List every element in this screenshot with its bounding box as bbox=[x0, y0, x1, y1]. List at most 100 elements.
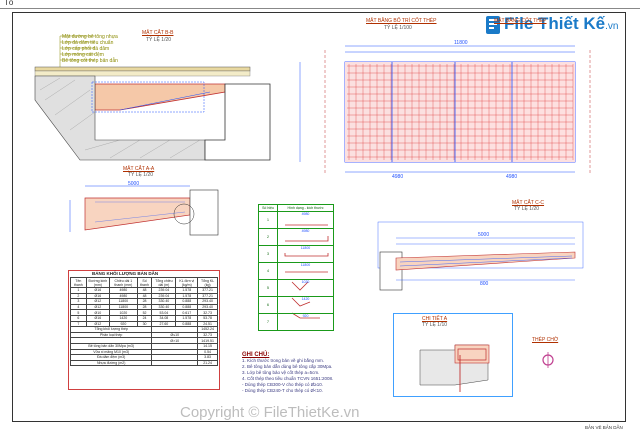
logo-tld: .vn bbox=[605, 21, 619, 32]
approach-slab bbox=[94, 83, 226, 111]
note-line: 4. Cốt thép theo tiêu chuẩn TCVN 1651:20… bbox=[242, 376, 334, 381]
boq-cell: 4980 bbox=[109, 287, 138, 294]
abutment bbox=[204, 83, 271, 161]
summary-row: Nhựa đường (m2)21.24 bbox=[69, 359, 218, 367]
boq-summary-cell: Bê tông bản dẫn 30Mpa (m3) bbox=[69, 342, 153, 350]
boq-header-cell: Số thanh bbox=[136, 277, 153, 288]
drawing-frame bbox=[12, 12, 626, 422]
section-c-slab bbox=[395, 251, 576, 271]
boq-cell: 24.51 bbox=[197, 320, 218, 328]
boq-cell: 293.40 bbox=[197, 298, 218, 305]
note-line: 2. Bê tông bản dẫn dùng bê tông cấp 30Mp… bbox=[242, 364, 333, 369]
shape-number: 3 bbox=[258, 245, 278, 263]
boq-header-cell: Chiều dài 1 thanh (mm) bbox=[109, 277, 138, 288]
shape-number: 1 bbox=[258, 211, 278, 229]
boq-cell: 27.60 bbox=[151, 320, 177, 328]
boq-summary-cell: Đá dăm đệm (m3) bbox=[69, 354, 153, 361]
shape-number: 6 bbox=[258, 296, 278, 314]
boq-cell: 330.40 bbox=[151, 303, 177, 311]
section-c-dim: 5000 bbox=[478, 232, 490, 238]
boq-cell: Ø16 bbox=[85, 292, 111, 300]
boq-cell: 53.78 bbox=[197, 315, 218, 322]
summary-row: Vữa xi măng M10 (m3) 0.54 bbox=[69, 348, 218, 356]
dowel-detail-title: THÉP CHỜ bbox=[532, 337, 559, 343]
section-a-scale: TỶ LỆ 1/20 bbox=[128, 172, 154, 178]
boq-header-cell: KL đơn vị (kg/m) bbox=[175, 277, 199, 288]
section-b-title: MẶT CẮT B-B bbox=[142, 30, 174, 36]
plan-scale: TỶ LỆ 1/100 bbox=[384, 25, 412, 31]
summary-row: Bê tông bản dẫn 30Mpa (m3)14.15 bbox=[69, 342, 218, 350]
section-a-title: MẶT CẮT A-A bbox=[123, 166, 155, 172]
boq-summary-cell: Vữa xi măng M10 (m3) bbox=[69, 348, 153, 356]
boq-header-cell: Tên thanh bbox=[70, 277, 87, 288]
boq-cell: 239.04 bbox=[151, 292, 177, 300]
boq-cell: 11800 bbox=[109, 298, 138, 305]
boq-cell: 377.21 bbox=[197, 287, 218, 294]
section-a-dim: 5000 bbox=[128, 181, 140, 187]
detail-a-box bbox=[393, 313, 513, 397]
section-a-abutment bbox=[189, 189, 219, 236]
boq-summary-cell: Ø>10 bbox=[151, 337, 199, 344]
shape-number: 7 bbox=[258, 313, 278, 331]
top-strip: Tổ bbox=[0, 0, 640, 9]
boq-cell: 32.73 bbox=[197, 309, 218, 316]
boq-summary-cell bbox=[69, 337, 153, 344]
boq-cell: 53.04 bbox=[151, 309, 177, 316]
boq-summary-cell: Phân loại thép bbox=[69, 331, 153, 339]
logo-icon bbox=[486, 16, 500, 34]
notes: GHI CHÚ: 1. Kích thước trong bản vẽ ghi … bbox=[242, 352, 360, 394]
boq-summary-cell: Ø≤10 bbox=[151, 331, 199, 339]
layer-label: Mặt đường bê tông nhựa bbox=[62, 34, 118, 40]
section-c-title: MẶT CẮT C-C bbox=[512, 200, 545, 206]
section-c-sub-dim: 800 bbox=[480, 281, 489, 287]
boq-cell: Ø12 bbox=[85, 303, 111, 311]
logo-text: File Thiết Kế.vn bbox=[504, 14, 618, 34]
section-b-scale: TỶ LỆ 1/20 bbox=[146, 37, 172, 43]
shape-dim: 11800 bbox=[277, 262, 334, 280]
boq-cell: 330.40 bbox=[151, 298, 177, 305]
boq-summary-cell bbox=[151, 359, 199, 367]
layer-label: Lớp đá dăm tiêu chuẩn bbox=[62, 40, 114, 46]
shape-table-header: Số hiệu bbox=[258, 204, 278, 212]
shape-dim: 1420 bbox=[277, 296, 334, 314]
detail-a-scale: TỶ LỆ 1/10 bbox=[422, 322, 448, 328]
note-line: - Dùng thép CB300-V cho thép có Ø≥10. bbox=[242, 382, 324, 387]
boq-summary-cell: 0.54 bbox=[197, 348, 218, 356]
layer-label: Lớp cấp phối đá dăm bbox=[62, 46, 110, 52]
sheet-label: BẢN VẼ BẢN DẪN bbox=[585, 425, 623, 430]
boq-summary-cell: 3.83 bbox=[197, 354, 218, 361]
asphalt-layer bbox=[34, 66, 251, 72]
boq-cell: 1420 bbox=[109, 315, 138, 322]
section-c-frame bbox=[377, 221, 584, 269]
boq-cell: Ø12 bbox=[85, 298, 111, 305]
plan-title: MẶT BẰNG BỐ TRÍ CỐT THÉP bbox=[366, 18, 437, 24]
note-line: 3. Lớp bê tông bảo vệ cốt thép a=5cm. bbox=[242, 370, 320, 375]
notes-heading: GHI CHÚ: bbox=[242, 352, 270, 358]
boq-cell: Ø16 bbox=[85, 287, 111, 294]
shape-table-header: Hình dạng - kích thước bbox=[277, 204, 334, 212]
boq-cell: 377.21 bbox=[197, 292, 218, 300]
layer-label: Lớp móng cát đệm bbox=[62, 52, 104, 58]
plan-title-right: MẶT BẰNG CỐT THÉP bbox=[494, 18, 547, 24]
shape-number: 4 bbox=[258, 262, 278, 280]
boq-cell: 239.04 bbox=[151, 287, 177, 294]
boq-cell: Ø16 bbox=[85, 315, 111, 322]
section-c-scale: TỶ LỆ 1/20 bbox=[514, 206, 540, 212]
plan-grid bbox=[345, 62, 575, 162]
summary-row: Đá dăm đệm (m3) 3.83 bbox=[69, 354, 218, 361]
boq-summary-cell: 1452.24 bbox=[197, 326, 218, 333]
detail-a-title: CHI TIẾT A bbox=[422, 316, 448, 322]
boq-header-cell: Tổng KL (kg) bbox=[197, 277, 218, 288]
